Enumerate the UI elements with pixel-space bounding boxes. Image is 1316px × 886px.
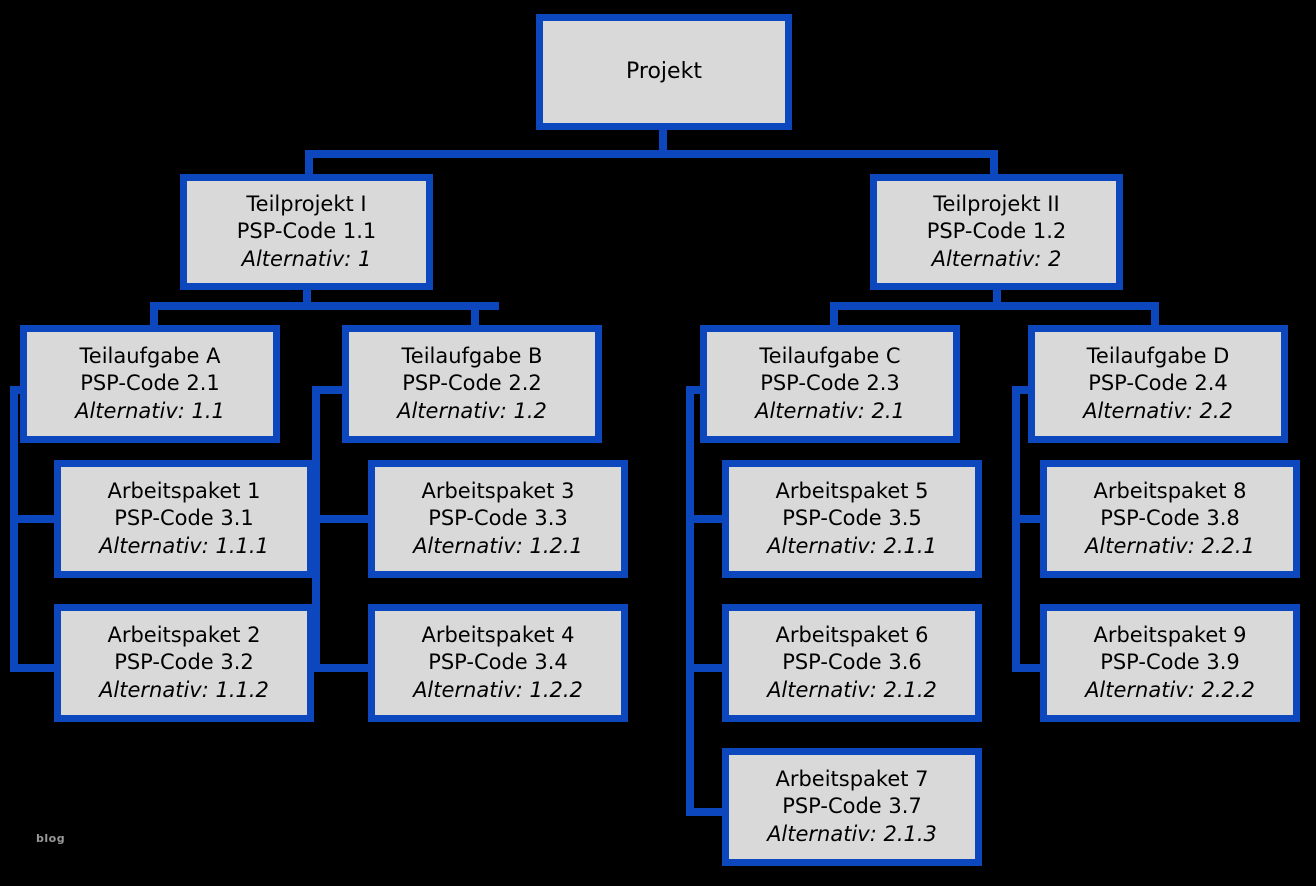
connector-trunk-a-to-ap1: [10, 515, 62, 523]
node-code: PSP-Code 2.2: [402, 371, 542, 396]
node-code: PSP-Code 3.5: [782, 506, 922, 531]
node-alternativ: Alternativ: 2.2: [1083, 398, 1233, 423]
node-code: PSP-Code 3.7: [782, 794, 922, 819]
connector-trunk-b-to-ap4: [312, 664, 374, 672]
node-code: PSP-Code 3.4: [428, 650, 568, 675]
node-alternativ: Alternativ: 2: [931, 246, 1062, 271]
node-title: Arbeitspaket 5: [775, 479, 929, 504]
node-title: Teilprojekt II: [933, 192, 1060, 217]
connector-trunk-c-to-ap7: [686, 808, 730, 816]
node-title: Arbeitspaket 7: [775, 767, 929, 792]
connector-trunk-b-to-ap3: [312, 515, 374, 523]
node-code: PSP-Code 1.1: [236, 219, 377, 244]
node-title: Arbeitspaket 6: [775, 623, 929, 648]
watermark-label: blog: [36, 832, 66, 845]
node-arbeitspaket-5[interactable]: Arbeitspaket 5 PSP-Code 3.5 Alternativ: …: [722, 460, 982, 578]
node-projekt[interactable]: Projekt: [536, 14, 792, 130]
connector-level2-bus-right: [830, 302, 1159, 310]
node-title: Arbeitspaket 8: [1093, 479, 1247, 504]
node-alternativ: Alternativ: 2.1.3: [767, 821, 937, 846]
node-title: Arbeitspaket 1: [107, 479, 261, 504]
connector-teilaufgabe-a-trunk: [10, 386, 18, 672]
node-title: Teilprojekt I: [246, 192, 367, 217]
connector-trunk-d-to-ap9: [1012, 664, 1048, 672]
connector-root-stem: [659, 126, 667, 153]
connector-level1-bus: [305, 150, 998, 158]
connector-trunk-c-to-ap6: [686, 664, 730, 672]
node-code: PSP-Code 3.2: [114, 650, 254, 675]
node-alternativ: Alternativ: 1.1: [75, 398, 225, 423]
node-code: PSP-Code 2.4: [1088, 371, 1228, 396]
node-title: Projekt: [626, 58, 702, 84]
node-code: PSP-Code 2.1: [80, 371, 220, 396]
connector-teilaufgabe-c-elbow-top: [686, 386, 706, 394]
node-arbeitspaket-7[interactable]: Arbeitspaket 7 PSP-Code 3.7 Alternativ: …: [722, 748, 982, 866]
node-title: Arbeitspaket 3: [421, 479, 575, 504]
node-arbeitspaket-2[interactable]: Arbeitspaket 2 PSP-Code 3.2 Alternativ: …: [54, 604, 314, 722]
connector-teilprojekt-2-stem: [993, 286, 1001, 308]
connector-teilprojekt-1-stem: [303, 286, 311, 308]
connector-teilaufgabe-a-elbow-top: [10, 386, 28, 394]
node-arbeitspaket-8[interactable]: Arbeitspaket 8 PSP-Code 3.8 Alternativ: …: [1040, 460, 1300, 578]
node-alternativ: Alternativ: 1.2: [397, 398, 547, 423]
node-alternativ: Alternativ: 2.1: [755, 398, 905, 423]
connector-trunk-c-to-ap5: [686, 515, 730, 523]
node-alternativ: Alternativ: 1: [241, 246, 372, 271]
node-alternativ: Alternativ: 1.1.2: [99, 677, 269, 702]
node-title: Arbeitspaket 9: [1093, 623, 1247, 648]
connector-to-teilaufgabe-d: [1151, 302, 1159, 329]
connector-level2-bus-left: [150, 302, 499, 310]
connector-teilaufgabe-d-trunk: [1012, 386, 1020, 672]
node-arbeitspaket-4[interactable]: Arbeitspaket 4 PSP-Code 3.4 Alternativ: …: [368, 604, 628, 722]
connector-teilaufgabe-c-trunk: [686, 386, 694, 816]
node-alternativ: Alternativ: 2.2.2: [1085, 677, 1255, 702]
node-title: Teilaufgabe A: [79, 344, 221, 369]
connector-to-teilaufgabe-b: [471, 302, 479, 329]
node-title: Teilaufgabe D: [1086, 344, 1230, 369]
node-title: Arbeitspaket 2: [107, 623, 261, 648]
node-alternativ: Alternativ: 1.2.2: [413, 677, 583, 702]
connector-teilaufgabe-d-elbow-top: [1012, 386, 1034, 394]
node-alternativ: Alternativ: 2.1.1: [767, 533, 937, 558]
node-code: PSP-Code 1.2: [926, 219, 1067, 244]
node-code: PSP-Code 3.8: [1100, 506, 1240, 531]
node-code: PSP-Code 3.1: [114, 506, 254, 531]
connector-trunk-a-to-ap2: [10, 664, 62, 672]
connector-to-teilaufgabe-a: [150, 302, 158, 329]
node-alternativ: Alternativ: 2.1.2: [767, 677, 937, 702]
node-code: PSP-Code 3.9: [1100, 650, 1240, 675]
node-title: Arbeitspaket 4: [421, 623, 575, 648]
node-code: PSP-Code 3.3: [428, 506, 568, 531]
connector-trunk-d-to-ap8: [1012, 515, 1048, 523]
node-arbeitspaket-1[interactable]: Arbeitspaket 1 PSP-Code 3.1 Alternativ: …: [54, 460, 314, 578]
node-teilaufgabe-b[interactable]: Teilaufgabe B PSP-Code 2.2 Alternativ: 1…: [342, 325, 602, 443]
node-arbeitspaket-3[interactable]: Arbeitspaket 3 PSP-Code 3.3 Alternativ: …: [368, 460, 628, 578]
node-teilprojekt-1[interactable]: Teilprojekt I PSP-Code 1.1 Alternativ: 1: [180, 174, 433, 290]
node-teilprojekt-2[interactable]: Teilprojekt II PSP-Code 1.2 Alternativ: …: [870, 174, 1123, 290]
node-alternativ: Alternativ: 1.1.1: [99, 533, 269, 558]
node-alternativ: Alternativ: 2.2.1: [1085, 533, 1255, 558]
connector-to-teilprojekt-1: [305, 150, 313, 178]
connector-to-teilprojekt-2: [990, 150, 998, 178]
connector-to-teilaufgabe-c: [830, 302, 838, 329]
node-arbeitspaket-9[interactable]: Arbeitspaket 9 PSP-Code 3.9 Alternativ: …: [1040, 604, 1300, 722]
node-arbeitspaket-6[interactable]: Arbeitspaket 6 PSP-Code 3.6 Alternativ: …: [722, 604, 982, 722]
connector-teilaufgabe-b-trunk: [312, 386, 320, 672]
node-code: PSP-Code 2.3: [760, 371, 900, 396]
node-teilaufgabe-d[interactable]: Teilaufgabe D PSP-Code 2.4 Alternativ: 2…: [1028, 325, 1288, 443]
node-teilaufgabe-c[interactable]: Teilaufgabe C PSP-Code 2.3 Alternativ: 2…: [700, 325, 960, 443]
connector-teilaufgabe-b-elbow-top: [312, 386, 348, 394]
node-title: Teilaufgabe B: [401, 344, 543, 369]
node-alternativ: Alternativ: 1.2.1: [413, 533, 583, 558]
node-teilaufgabe-a[interactable]: Teilaufgabe A PSP-Code 2.1 Alternativ: 1…: [20, 325, 280, 443]
node-title: Teilaufgabe C: [759, 344, 901, 369]
node-code: PSP-Code 3.6: [782, 650, 922, 675]
